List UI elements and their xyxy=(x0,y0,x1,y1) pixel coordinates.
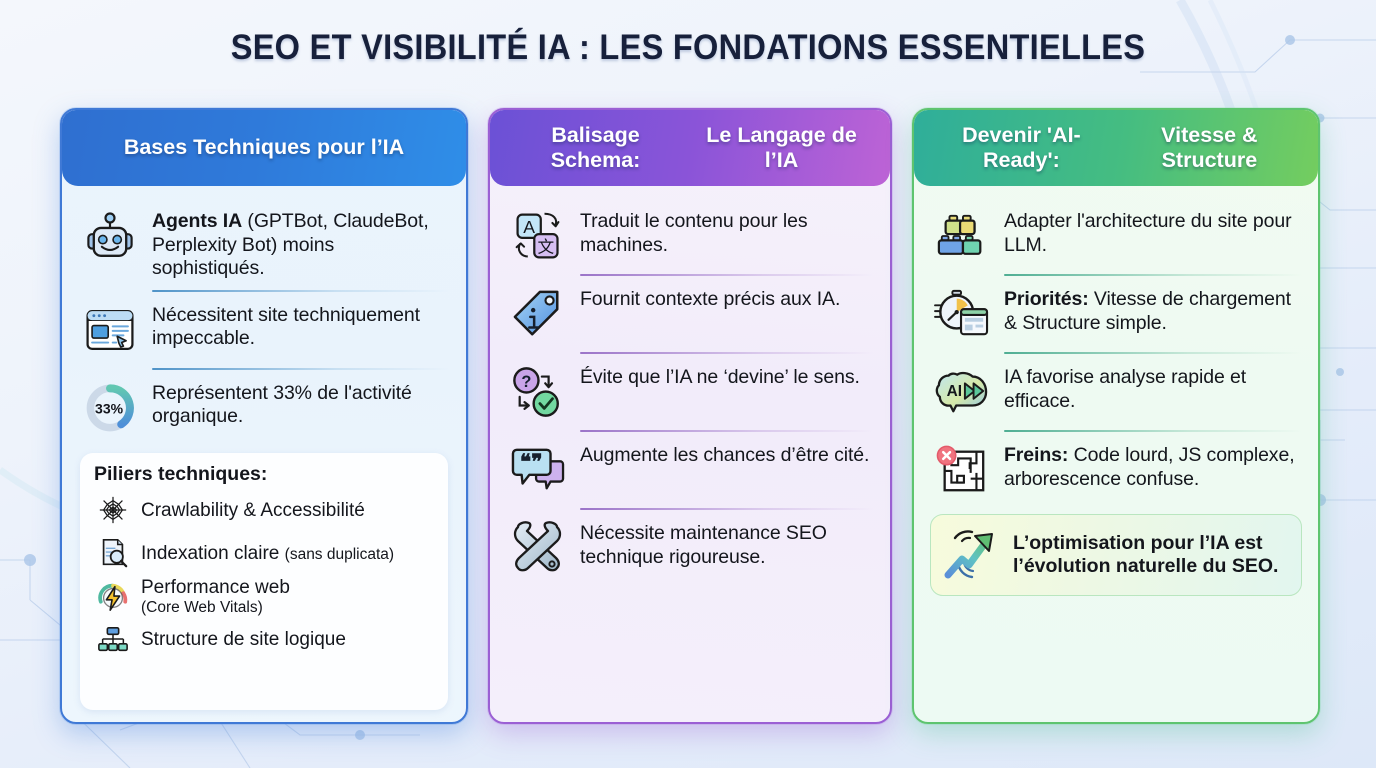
card1-item-33-percent: 33% Représentent 33% de l'activité organ… xyxy=(78,372,450,444)
card3-conclusion-highlight: L’optimisation pour l’IA est l’évolution… xyxy=(930,514,1302,596)
card3-item-3-text: IA favorise analyse rapide et efficace. xyxy=(1004,366,1247,412)
card3-body: Adapter l'architecture du site pour LLM. xyxy=(914,186,1318,722)
svg-text:?: ? xyxy=(521,373,531,391)
stopwatch-page-icon xyxy=(932,285,992,343)
card2-item-2-text: Fournit contexte précis aux IA. xyxy=(580,288,841,310)
speedometer-bolt-icon xyxy=(94,578,132,616)
card1-separator-1 xyxy=(152,289,450,292)
card3-item-4-bold: Freins: xyxy=(1004,444,1069,466)
card2-body: A 文 Traduit le contenu pour les machines… xyxy=(490,186,890,722)
card1-item-1-bold: Agents IA xyxy=(152,210,243,232)
pillar-performance: Performance web(Core Web Vitals) xyxy=(94,575,436,619)
card2-separator-1 xyxy=(580,274,874,276)
card3-item-priorites: Priorités: Vitesse de chargement & Struc… xyxy=(930,278,1302,350)
pillar-performance-label: Performance web(Core Web Vitals) xyxy=(141,577,290,616)
pillar-performance-main: Performance web xyxy=(141,577,290,599)
card3-item-analyse: AI IA favorise analyse rapide et efficac… xyxy=(930,356,1302,428)
quote-bubbles-icon: ❝❞ xyxy=(508,441,568,499)
card3-header-line2: Vitesse & Structure xyxy=(1161,122,1258,172)
card2-header-line2: Le Langage de l’IA xyxy=(706,122,857,172)
card-balisage-schema: Balisage Schema: Le Langage de l’IA A 文 xyxy=(488,108,892,724)
card2-item-traduit: A 文 Traduit le contenu pour les machines… xyxy=(506,200,874,272)
question-to-check-icon: ? xyxy=(508,363,568,421)
card3-item-2-bold: Priorités: xyxy=(1004,288,1089,310)
sitemap-icon xyxy=(94,621,132,659)
spider-web-icon xyxy=(94,491,132,529)
card3-item-freins: Freins: Code lourd, JS complexe, arbores… xyxy=(930,434,1302,506)
card1-item-2-text: Nécessitent site techniquement impeccabl… xyxy=(152,303,420,350)
pillar-indexation: Indexation claire (sans duplicata) xyxy=(94,532,436,575)
browser-window-icon xyxy=(80,301,140,359)
card2-item-maintenance: Nécessite maintenance SEO technique rigo… xyxy=(506,512,874,584)
card1-item-agents-ia: Agents IA (GPTBot, ClaudeBot, Perplexity… xyxy=(78,200,450,288)
pillar-indexation-main: Indexation claire xyxy=(141,542,280,564)
card1-body: Agents IA (GPTBot, ClaudeBot, Perplexity… xyxy=(62,186,466,722)
card3-header: Devenir 'AI-Ready': Vitesse & Structure xyxy=(914,110,1318,186)
card2-header: Balisage Schema: Le Langage de l’IA xyxy=(490,110,890,186)
maze-error-icon xyxy=(932,441,992,499)
svg-text:A: A xyxy=(523,217,535,237)
card2-item-1-text: Traduit le contenu pour les machines. xyxy=(580,210,808,256)
piliers-techniques-panel: Piliers techniques: xyxy=(80,452,448,710)
svg-text:AI: AI xyxy=(947,383,962,400)
card1-header: Bases Techniques pour l’IA xyxy=(62,110,466,186)
card3-header-line1: Devenir 'AI-Ready': xyxy=(962,122,1081,172)
card1-item-1-rest: (GPTBot, ClaudeBot, Perplexity Bot) moin… xyxy=(152,210,429,280)
card1-item-1-text: Agents IA (GPTBot, ClaudeBot, Perplexity… xyxy=(152,207,448,281)
card1-item-site-technique: Nécessitent site techniquement impeccabl… xyxy=(78,294,450,366)
donut-value-label: 33% xyxy=(95,400,124,416)
card1-item-3-text: Représentent 33% de l'activité organique… xyxy=(152,381,412,428)
pillar-indexation-label: Indexation claire (sans duplicata) xyxy=(141,543,394,564)
card3-item-2-text: Priorités: Vitesse de chargement & Struc… xyxy=(1004,285,1300,335)
card2-header-line1: Balisage Schema: xyxy=(550,122,641,172)
card3-separator-1 xyxy=(1004,274,1302,276)
card3-item-4-text: Freins: Code lourd, JS complexe, arbores… xyxy=(1004,441,1300,491)
svg-text:文: 文 xyxy=(538,237,555,257)
card2-separator-4 xyxy=(580,508,874,510)
card3-separator-2 xyxy=(1004,352,1302,354)
translate-icon: A 文 xyxy=(508,207,568,265)
pillar-crawlability-label: Crawlability & Accessibilité xyxy=(141,499,365,521)
card2-item-cite: ❝❞ Augmente les chances d’être cité. xyxy=(506,434,874,506)
card2-separator-3 xyxy=(580,430,874,432)
growth-arrow-icon xyxy=(941,524,1001,586)
card2-item-devine: ? Évite que l’IA ne ‘devine’ le sens. xyxy=(506,356,874,428)
card2-separator-2 xyxy=(580,352,874,354)
info-tag-icon xyxy=(508,285,568,343)
cards-container: Bases Techniques pour l’IA xyxy=(60,108,1320,726)
pillar-indexation-note: (sans duplicata) xyxy=(284,545,395,563)
robot-icon xyxy=(80,207,140,265)
card3-item-architecture: Adapter l'architecture du site pour LLM. xyxy=(930,200,1302,272)
card3-item-1-text: Adapter l'architecture du site pour LLM. xyxy=(1004,210,1292,256)
card-bases-techniques: Bases Techniques pour l’IA xyxy=(60,108,468,724)
piliers-title: Piliers techniques: xyxy=(94,462,268,485)
pillar-structure: Structure de site logique xyxy=(94,618,436,661)
card3-conclusion-text: L’optimisation pour l’IA est l’évolution… xyxy=(1013,531,1279,577)
donut-chart-33-icon: 33% xyxy=(80,379,140,437)
ai-brain-fast-icon: AI xyxy=(932,363,992,421)
pillar-performance-sub: (Core Web Vitals) xyxy=(141,598,263,616)
card3-separator-3 xyxy=(1004,430,1302,432)
svg-text:❝❞: ❝❞ xyxy=(520,450,543,474)
card3-item-2-rest: Vitesse de chargement & Structure simple… xyxy=(1004,288,1291,334)
card1-separator-2 xyxy=(152,367,450,370)
card2-item-contexte: Fournit contexte précis aux IA. xyxy=(506,278,874,350)
wrench-tools-icon xyxy=(508,519,568,577)
card3-item-4-rest: Code lourd, JS complexe, arborescence co… xyxy=(1004,444,1295,490)
card2-item-4-text: Augmente les chances d’être cité. xyxy=(580,444,870,466)
page-title: SEO ET VISIBILITÉ IA : LES FONDATIONS ES… xyxy=(230,28,1146,67)
document-magnifier-icon xyxy=(94,534,132,572)
card-devenir-ai-ready: Devenir 'AI-Ready': Vitesse & Structure xyxy=(912,108,1320,724)
lego-bricks-icon xyxy=(932,207,992,265)
card2-item-5-text: Nécessite maintenance SEO technique rigo… xyxy=(580,522,827,568)
pillar-structure-label: Structure de site logique xyxy=(141,629,346,651)
card2-item-3-text: Évite que l’IA ne ‘devine’ le sens. xyxy=(580,366,860,388)
pillar-crawlability: Crawlability & Accessibilité xyxy=(94,489,436,532)
